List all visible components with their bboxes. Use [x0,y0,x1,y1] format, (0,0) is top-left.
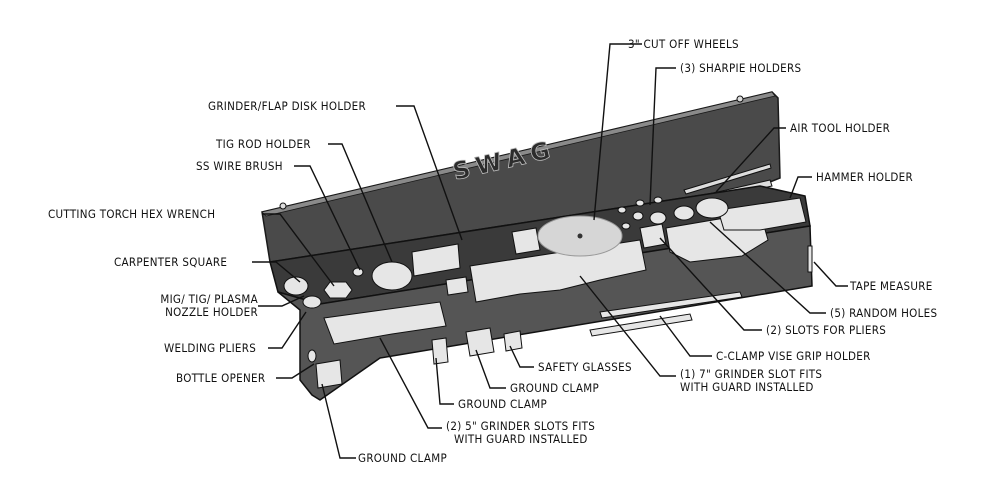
label-ground-clamp-3: GROUND CLAMP [358,451,448,465]
label-cutting-torch-hex-wrench: CUTTING TORCH HEX WRENCH [48,207,216,221]
label-tig-rod-holder: TIG ROD HOLDER [216,137,311,151]
label-ss-wire-brush: SS WIRE BRUSH [196,159,283,173]
label-grinder-5-line2: WITH GUARD INSTALLED [454,432,588,446]
label-ground-clamp-1: GROUND CLAMP [510,381,600,395]
label-nozzle-holder-line1: MIG/ TIG/ PLASMA [160,292,258,306]
label-air-tool-holder: AIR TOOL HOLDER [790,121,891,135]
label-grinder-flap-disk-holder: GRINDER/FLAP DISK HOLDER [208,99,366,113]
label-grinder-7-line1: (1) 7" GRINDER SLOT FITS [680,367,823,381]
label-safety-glasses: SAFETY GLASSES [538,360,632,374]
label-ground-clamp-2: GROUND CLAMP [458,397,548,411]
label-nozzle-holder-line2: NOZZLE HOLDER [165,305,258,319]
label-carpenter-square: CARPENTER SQUARE [114,255,228,269]
label-c-clamp-vise-grip-holder: C-CLAMP VISE GRIP HOLDER [716,349,871,363]
label-hammer-holder: HAMMER HOLDER [816,170,914,184]
label-slots-for-pliers: (2) SLOTS FOR PLIERS [766,323,887,337]
label-sharpie-holders: (3) SHARPIE HOLDERS [680,61,802,75]
label-grinder-7-line2: WITH GUARD INSTALLED [680,380,814,394]
label-random-holes: (5) RANDOM HOLES [830,306,938,320]
label-cut-off-wheels: 3" CUT OFF WHEELS [628,37,739,51]
label-grinder-5-line1: (2) 5" GRINDER SLOTS FITS [446,419,596,433]
label-tape-measure: TAPE MEASURE [850,279,933,293]
label-bottle-opener: BOTTLE OPENER [176,371,266,385]
leader-lines [252,43,848,459]
label-welding-pliers: WELDING PLIERS [164,341,257,355]
